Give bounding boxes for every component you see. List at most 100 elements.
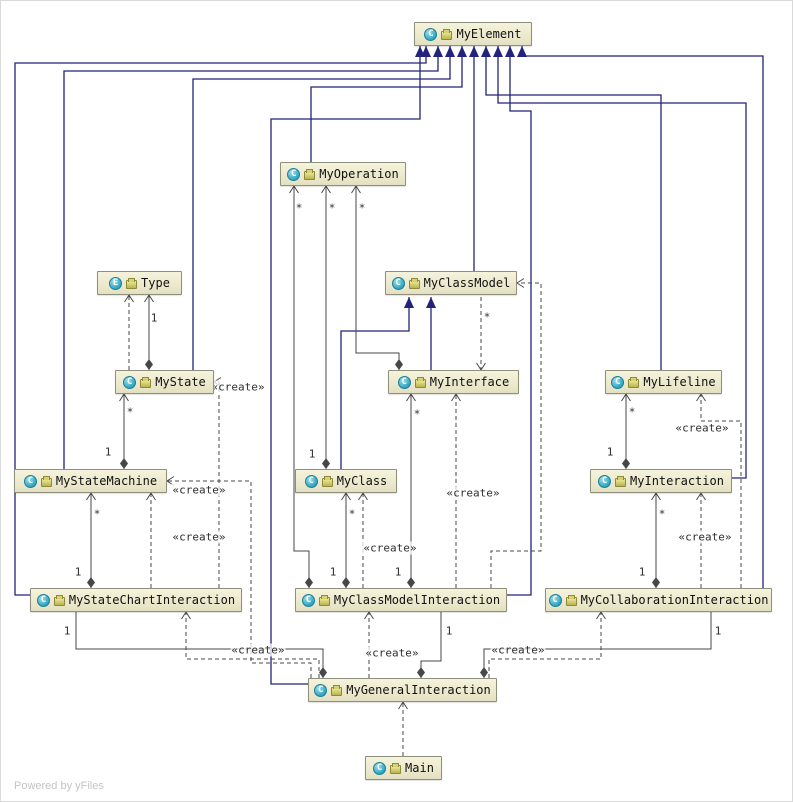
class-node-label: Main <box>405 761 434 775</box>
open-arrow-marker <box>341 492 351 501</box>
multiplicity-label: * <box>482 310 492 324</box>
create-stereotype-label: «create» <box>445 486 501 500</box>
class-node-label: MyInterface <box>429 375 510 389</box>
generalization-triangle-marker <box>433 46 443 57</box>
composition-diamond-marker <box>395 359 403 370</box>
create-stereotype-label: «create» <box>362 541 418 555</box>
class-node-label: MyClass <box>336 474 388 488</box>
folder-icon <box>321 475 333 487</box>
multiplicity-label: * <box>125 405 135 419</box>
class-icon: C <box>23 474 37 488</box>
composition-diamond-marker <box>145 359 153 370</box>
composition-diamond-marker <box>322 458 330 469</box>
dependency-edge-MyClassModelInteraction-to-MyClassModel <box>490 282 542 588</box>
multiplicity-label: 1 <box>103 445 113 459</box>
folder-icon <box>140 376 152 388</box>
class-node-label: MyStateMachine <box>55 474 158 488</box>
class-node-MyLifeline[interactable]: C MyLifeline <box>605 370 722 394</box>
class-icon: C <box>598 474 612 488</box>
create-stereotype-label: «create» <box>230 643 286 657</box>
class-icon: C <box>397 375 411 389</box>
class-icon: C <box>287 167 301 181</box>
folder-icon <box>615 475 627 487</box>
class-node-label: MyOperation <box>319 167 399 181</box>
multiplicity-label: 1 <box>62 624 72 638</box>
class-node-label: MyLifeline <box>643 375 716 389</box>
class-icon: C <box>548 593 562 607</box>
folder-icon <box>318 594 330 606</box>
class-node-label: MyElement <box>456 27 522 41</box>
folder-icon <box>408 277 420 289</box>
composition-diamond-marker <box>342 577 350 588</box>
class-node-label: Type <box>141 276 170 290</box>
multiplicity-label: * <box>412 407 422 421</box>
composition-diamond-marker <box>480 667 488 678</box>
class-icon: C <box>611 375 625 389</box>
folder-icon <box>441 28 453 40</box>
create-stereotype-label: «create» <box>490 643 546 657</box>
composition-diamond-marker <box>417 667 425 678</box>
generalization-edge-MyGeneralInteraction-to-MyElement <box>270 46 421 685</box>
create-stereotype-label: «create» <box>171 530 227 544</box>
open-arrow-marker <box>621 393 631 402</box>
class-node-MyStateMachine[interactable]: C MyStateMachine <box>14 469 167 493</box>
generalization-triangle-marker <box>505 46 515 57</box>
open-arrow-marker <box>86 492 96 501</box>
open-arrow-marker <box>358 492 368 501</box>
open-arrow-marker <box>321 185 331 194</box>
generalization-edge-MyState-to-MyElement <box>192 46 451 370</box>
generalization-triangle-marker <box>426 297 436 308</box>
open-arrow-marker <box>516 278 525 288</box>
dependency-edge-MyGeneralInteraction-to-MyStateMachine <box>167 480 312 678</box>
open-arrow-marker <box>119 393 129 402</box>
class-node-MyOperation[interactable]: C MyOperation <box>280 162 406 186</box>
open-arrow-marker <box>596 611 606 620</box>
folder-icon <box>414 376 426 388</box>
class-node-MyInterface[interactable]: C MyInterface <box>388 370 519 394</box>
open-arrow-marker <box>406 393 416 402</box>
multiplicity-label: * <box>627 405 637 419</box>
class-node-label: MyClassModel <box>423 276 511 290</box>
yfiles-watermark[interactable]: Powered by yFiles <box>14 780 104 792</box>
composition-diamond-marker <box>622 458 630 469</box>
create-stereotype-label: «create» <box>171 483 227 497</box>
folder-icon <box>304 168 316 180</box>
open-arrow-marker <box>146 492 156 501</box>
class-node-label: MyState <box>155 375 206 389</box>
folder-icon <box>331 684 343 696</box>
generalization-triangle-marker <box>415 46 425 57</box>
multiplicity-label: * <box>357 201 367 215</box>
open-arrow-marker <box>289 185 299 194</box>
class-node-MyElement[interactable]: C MyElement <box>414 22 532 46</box>
composition-edge-MyOperation-to-MyClassModelInteraction <box>293 186 310 588</box>
generalization-edge-MyStateMachine-to-MyElement <box>63 46 439 469</box>
generalization-edge-MyOperation-to-MyElement <box>310 46 463 162</box>
composition-diamond-marker <box>120 458 128 469</box>
create-stereotype-label: «create» <box>677 530 733 544</box>
class-icon: C <box>36 593 50 607</box>
multiplicity-label: * <box>327 201 337 215</box>
generalization-edge-MyCollaborationInteraction-to-MyElement <box>521 46 764 588</box>
folder-icon <box>565 594 577 606</box>
composition-diamond-marker <box>87 577 95 588</box>
multiplicity-label: 1 <box>328 565 338 579</box>
class-icon: C <box>424 27 438 41</box>
composition-edge-MyStateChartInteraction-to-MyGeneralInteraction <box>75 612 324 678</box>
folder-icon <box>628 376 640 388</box>
dependency-edge-MyGeneralInteraction-to-MyCollaborationInteraction <box>488 612 602 678</box>
class-node-label: MyGeneralInteraction <box>346 683 491 697</box>
multiplicity-label: 1 <box>307 447 317 461</box>
generalization-triangle-marker <box>469 46 479 57</box>
multiplicity-label: 1 <box>149 311 159 325</box>
